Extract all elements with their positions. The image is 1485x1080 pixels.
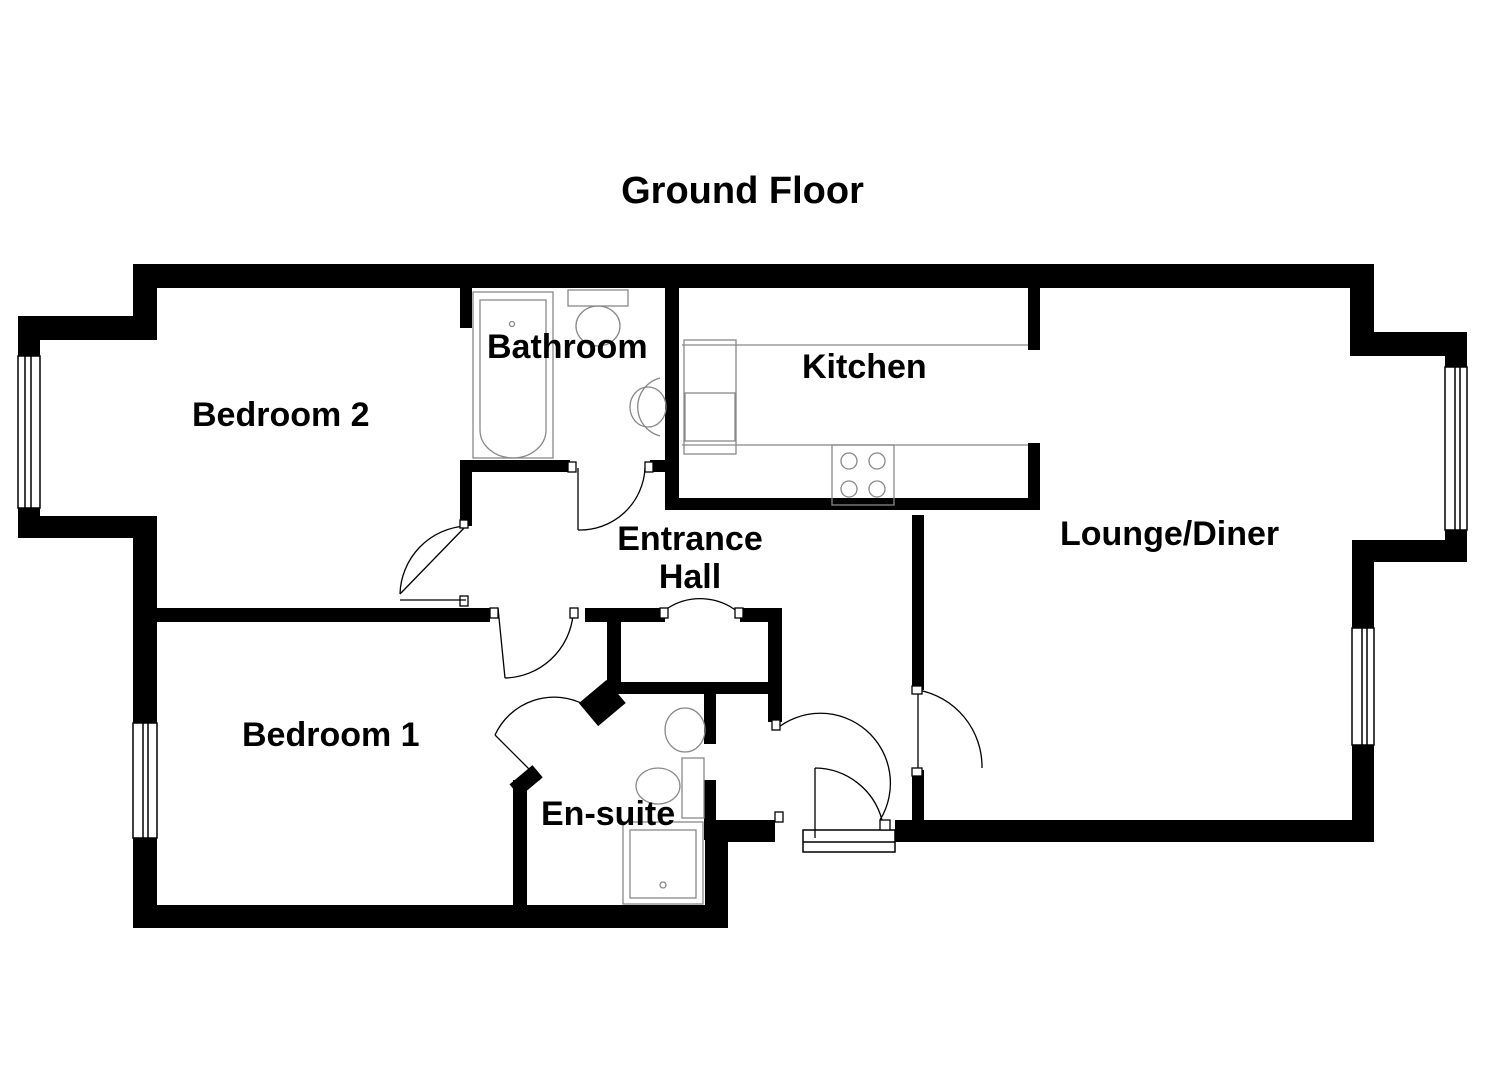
- room-label-en-suite: En-suite: [541, 795, 676, 833]
- room-label-kitchen: Kitchen: [802, 348, 927, 386]
- walls: [18, 264, 1467, 928]
- room-label-bedroom-1: Bedroom 1: [242, 716, 420, 754]
- plan-title: Ground Floor: [621, 170, 864, 212]
- room-label-bathroom: Bathroom: [487, 328, 648, 366]
- room-label-bedroom-2: Bedroom 2: [192, 396, 370, 434]
- room-label-entrance-hall: Entrance Hall: [608, 520, 772, 596]
- room-label-entrance-line2: Hall: [658, 558, 722, 596]
- room-label-lounge-diner: Lounge/Diner: [1060, 515, 1280, 553]
- room-label-entrance-line1: Entrance: [617, 520, 763, 558]
- fixtures: [472, 289, 1028, 905]
- doors: [399, 461, 983, 838]
- windows: [17, 355, 1468, 853]
